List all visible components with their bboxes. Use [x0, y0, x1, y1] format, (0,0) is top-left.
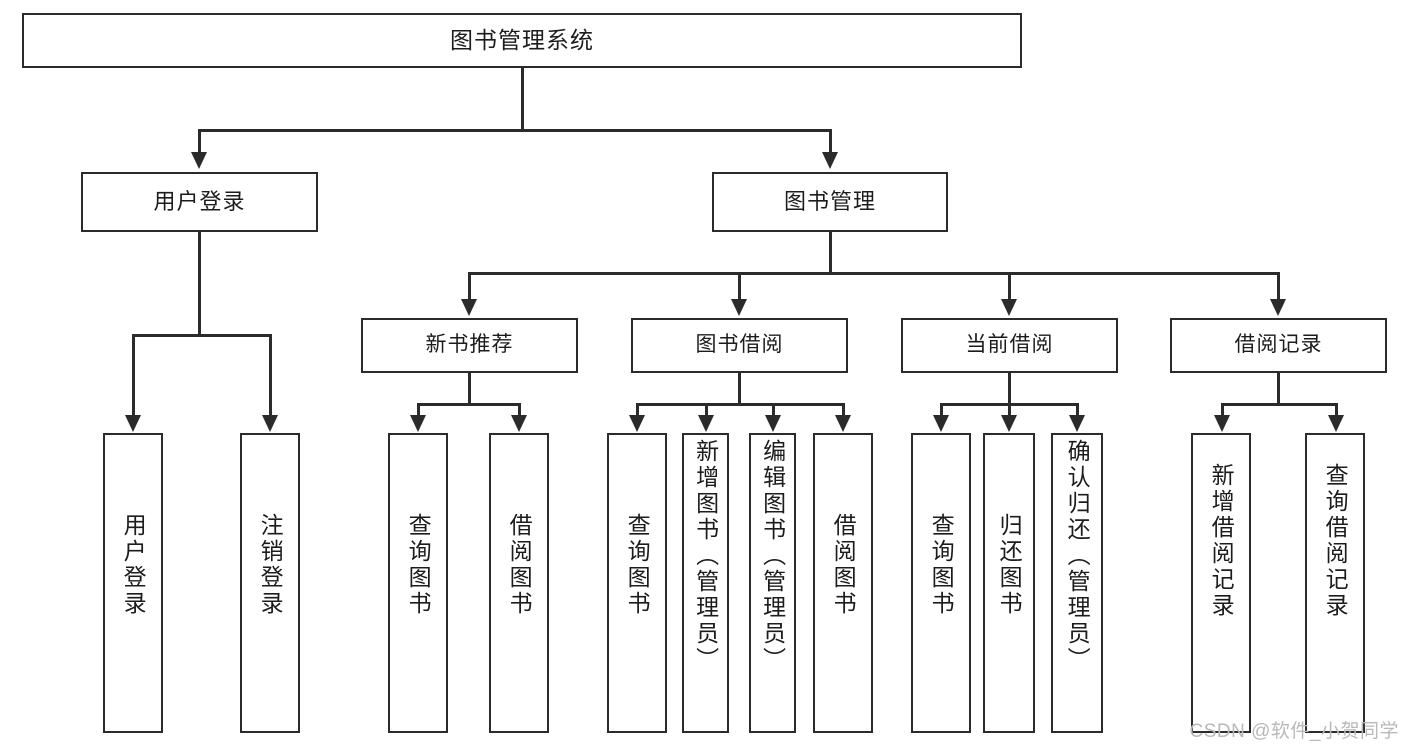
connector-book-borrow-bus [636, 403, 845, 406]
arrow-borrow-record-to-leaf-1 [1214, 415, 1230, 432]
arrow-new-book-to-leaf-2 [511, 415, 527, 432]
connector-book-mgmt-to-sub-1 [468, 272, 471, 302]
node-current-borrow[interactable]: 当前借阅 [901, 318, 1118, 373]
arrow-current-borrow-to-leaf-3 [1069, 415, 1085, 432]
arrow-book-borrow-to-leaf-2 [698, 415, 714, 432]
connector-book-borrow-to-leaf-2 [705, 403, 708, 418]
node-label: 新书推荐 [425, 333, 514, 357]
connector-borrow-record-to-leaf-1 [1221, 403, 1224, 418]
leaf-current-borrow-3[interactable]: 确认归还（管理员） [1051, 433, 1103, 733]
leaf-book-borrow-2[interactable]: 新增图书（管理员） [682, 433, 729, 733]
connector-user-login-stem [198, 232, 201, 336]
node-label: 确认归还（管理员） [1064, 439, 1091, 673]
node-label: 编辑图书（管理员） [759, 439, 786, 673]
connector-root-stem [521, 68, 524, 130]
arrow-user-login-to-leaf-1 [125, 415, 141, 432]
connector-user-login-to-leaf-1 [132, 334, 135, 418]
arrow-book-mgmt-to-sub-3 [1001, 299, 1017, 316]
connector-new-book-to-leaf-1 [417, 403, 420, 418]
leaf-book-borrow-4[interactable]: 借阅图书 [813, 433, 873, 733]
leaf-current-borrow-1[interactable]: 查询图书 [911, 433, 971, 733]
connector-book-borrow-to-leaf-3 [772, 403, 775, 418]
node-book-management[interactable]: 图书管理 [712, 172, 948, 232]
node-new-book-recommend[interactable]: 新书推荐 [361, 318, 578, 373]
node-label: 查询图书 [624, 513, 651, 617]
connector-borrow-record-to-leaf-2 [1335, 403, 1338, 418]
connector-new-book-stem [468, 373, 471, 405]
node-root-system[interactable]: 图书管理系统 [22, 13, 1022, 68]
leaf-user-login-2[interactable]: 注销登录 [240, 433, 300, 733]
node-label: 图书管理 [783, 189, 876, 215]
node-label: 新增借阅记录 [1208, 463, 1235, 619]
connector-user-login-bus [132, 334, 271, 337]
arrow-current-borrow-to-leaf-1 [933, 415, 949, 432]
node-label: 借阅图书 [506, 513, 533, 617]
connector-book-borrow-stem [738, 373, 741, 405]
node-user-login[interactable]: 用户登录 [81, 172, 318, 232]
node-label: 查询图书 [928, 513, 955, 617]
node-label: 当前借阅 [965, 333, 1054, 357]
node-label: 借阅记录 [1234, 333, 1323, 357]
node-label: 查询借阅记录 [1322, 463, 1349, 619]
node-label: 注销登录 [257, 513, 284, 617]
connector-current-borrow-to-leaf-1 [940, 403, 943, 418]
watermark-text: CSDN @软件_小贺同学 [1189, 721, 1399, 742]
leaf-borrow-record-1[interactable]: 新增借阅记录 [1191, 433, 1251, 733]
arrow-user-login-to-leaf-2 [262, 415, 278, 432]
leaf-user-login-1[interactable]: 用户登录 [103, 433, 163, 733]
connector-current-borrow-stem [1008, 373, 1011, 405]
connector-book-borrow-to-leaf-4 [842, 403, 845, 418]
arrow-root-to-book-mgmt [822, 152, 838, 169]
node-label: 图书管理系统 [450, 27, 594, 54]
node-label: 新增图书（管理员） [692, 439, 719, 673]
arrow-book-mgmt-to-sub-4 [1270, 299, 1286, 316]
node-label: 查询图书 [405, 513, 432, 617]
connector-borrow-record-stem [1277, 373, 1280, 405]
arrow-root-to-user-login [191, 152, 207, 169]
arrow-book-mgmt-to-sub-2 [731, 299, 747, 316]
connector-user-login-to-leaf-2 [269, 334, 272, 418]
connector-new-book-bus [417, 403, 521, 406]
connector-new-book-to-leaf-2 [518, 403, 521, 418]
connector-current-borrow-to-leaf-2 [1008, 403, 1011, 418]
leaf-new-book-2[interactable]: 借阅图书 [489, 433, 549, 733]
node-book-borrow[interactable]: 图书借阅 [631, 318, 848, 373]
node-label: 图书借阅 [695, 333, 784, 357]
leaf-book-borrow-1[interactable]: 查询图书 [607, 433, 667, 733]
connector-current-borrow-to-leaf-3 [1076, 403, 1079, 418]
connector-book-mgmt-stem [829, 232, 832, 274]
node-borrow-record[interactable]: 借阅记录 [1170, 318, 1387, 373]
connector-book-borrow-to-leaf-1 [636, 403, 639, 418]
connector-book-mgmt-to-sub-2 [738, 272, 741, 302]
leaf-book-borrow-3[interactable]: 编辑图书（管理员） [749, 433, 796, 733]
arrow-book-borrow-to-leaf-3 [765, 415, 781, 432]
arrow-book-mgmt-to-sub-1 [461, 299, 477, 316]
connector-root-to-user-login [198, 129, 201, 155]
leaf-borrow-record-2[interactable]: 查询借阅记录 [1305, 433, 1365, 733]
connector-root-to-book-mgmt [829, 129, 832, 155]
leaf-current-borrow-2[interactable]: 归还图书 [983, 433, 1035, 733]
arrow-current-borrow-to-leaf-2 [1001, 415, 1017, 432]
node-label: 用户登录 [153, 189, 246, 215]
leaf-new-book-1[interactable]: 查询图书 [388, 433, 448, 733]
connector-borrow-record-bus [1221, 403, 1338, 406]
arrow-book-borrow-to-leaf-1 [629, 415, 645, 432]
node-label: 用户登录 [120, 513, 147, 617]
arrow-book-borrow-to-leaf-4 [835, 415, 851, 432]
connector-root-bus [198, 129, 832, 132]
arrow-borrow-record-to-leaf-2 [1328, 415, 1344, 432]
node-label: 借阅图书 [830, 513, 857, 617]
connector-book-mgmt-to-sub-4 [1277, 272, 1280, 302]
node-label: 归还图书 [996, 513, 1023, 617]
connector-book-mgmt-bus [468, 272, 1279, 275]
connector-book-mgmt-to-sub-3 [1008, 272, 1011, 302]
arrow-new-book-to-leaf-1 [410, 415, 426, 432]
